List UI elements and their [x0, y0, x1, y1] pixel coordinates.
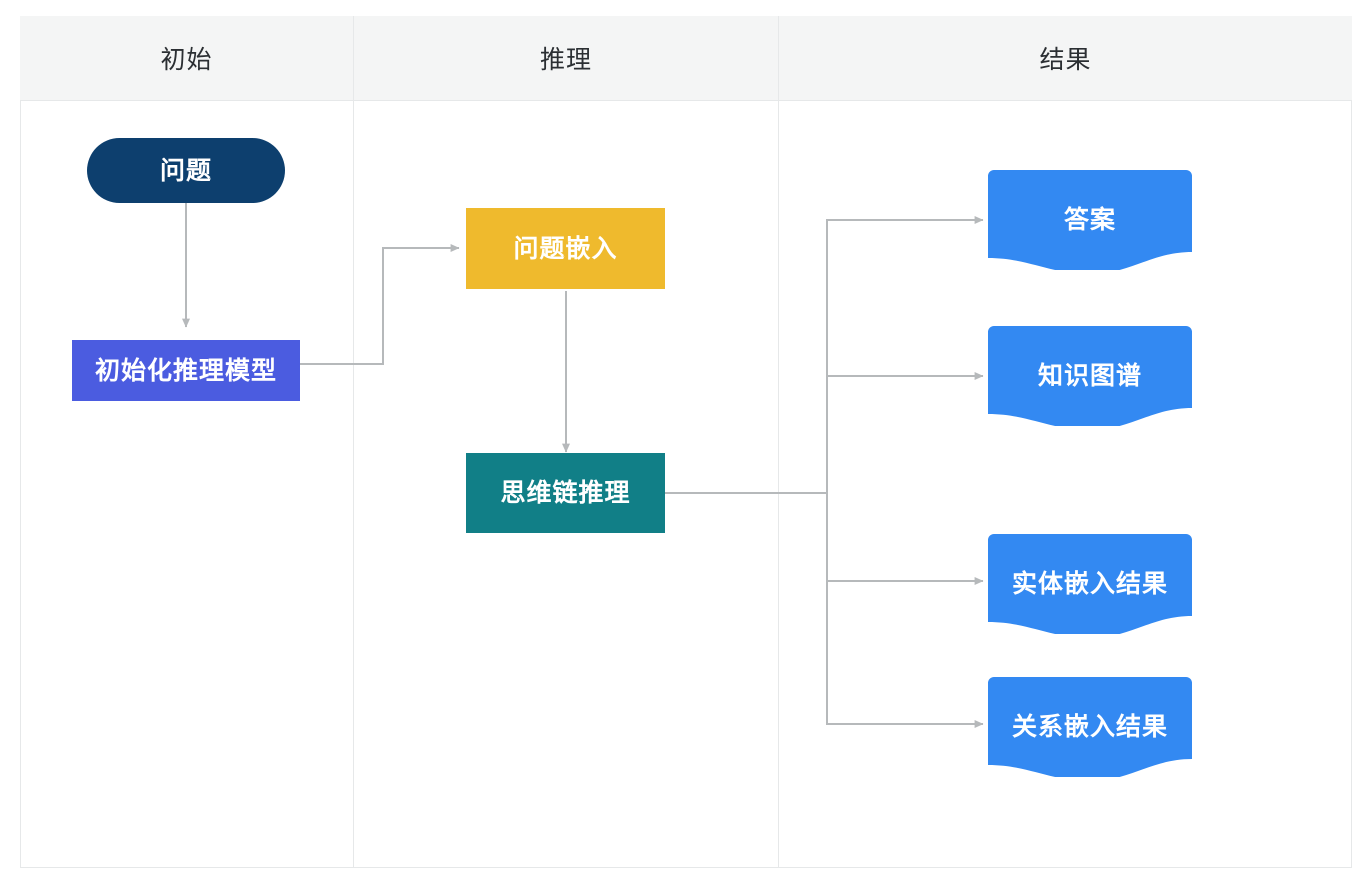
document-shape-icon: [988, 677, 1192, 777]
swimlane-header-reason: 推理: [353, 16, 778, 100]
node-question-label: 问题: [159, 155, 212, 185]
swimlane-header-reason-label: 推理: [539, 45, 592, 74]
node-relation-embed[interactable]: 关系嵌入结果: [988, 677, 1192, 777]
node-relation-embed-label: 关系嵌入结果: [1011, 712, 1168, 741]
node-init-model[interactable]: 初始化推理模型: [72, 340, 300, 401]
swimlane-header-row: 初始 推理 结果: [20, 16, 1352, 101]
node-question-embed-label: 问题嵌入: [513, 233, 618, 263]
node-entity-embed[interactable]: 实体嵌入结果: [988, 534, 1192, 634]
node-answer[interactable]: 答案: [988, 170, 1192, 270]
node-question[interactable]: 问题: [87, 138, 285, 203]
document-shape-icon: [988, 534, 1192, 634]
swimlane-header-start-label: 初始: [160, 45, 213, 74]
node-knowledge-graph-label: 知识图谱: [1037, 361, 1142, 390]
node-knowledge-graph[interactable]: 知识图谱: [988, 326, 1192, 426]
node-answer-label: 答案: [1063, 205, 1116, 234]
node-question-embed[interactable]: 问题嵌入: [466, 208, 665, 289]
swimlane-header-start: 初始: [20, 16, 353, 100]
document-shape-icon: [988, 170, 1192, 270]
node-cot-reasoning-label: 思维链推理: [500, 478, 631, 507]
node-cot-reasoning[interactable]: 思维链推理: [466, 453, 665, 533]
lane-divider-2: [778, 101, 779, 868]
swimlane-header-result-label: 结果: [1039, 45, 1092, 74]
lane-divider-1: [353, 101, 354, 868]
swimlane-header-result: 结果: [778, 16, 1352, 100]
node-entity-embed-label: 实体嵌入结果: [1011, 569, 1168, 598]
node-init-model-label: 初始化推理模型: [94, 355, 277, 385]
document-shape-icon: [988, 326, 1192, 426]
